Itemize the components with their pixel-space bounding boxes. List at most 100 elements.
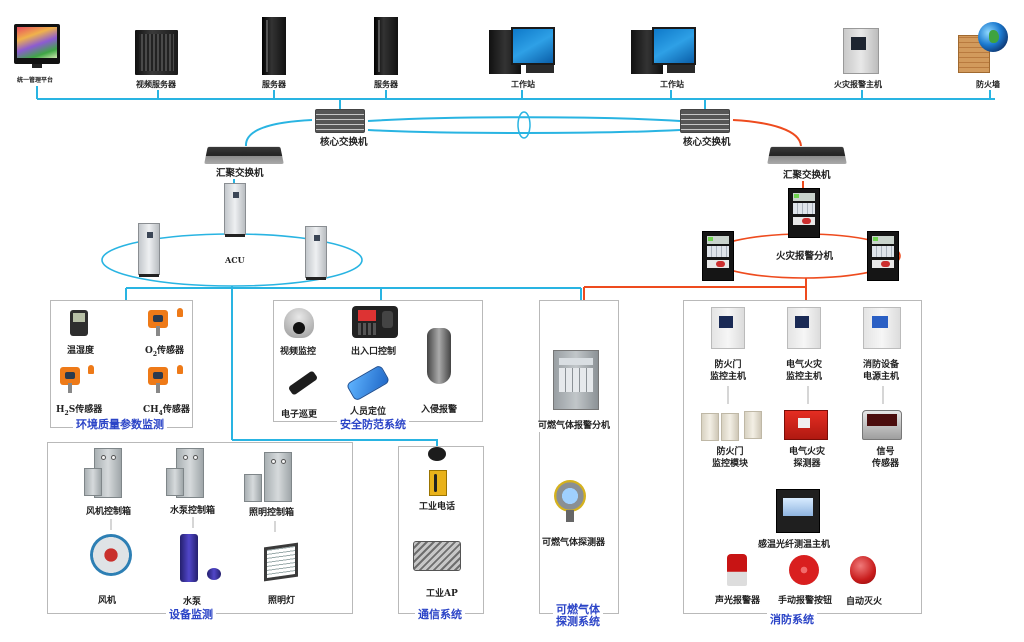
workstation-1-monitor-icon: [511, 27, 555, 65]
aggregation-switch-left-icon: [204, 146, 284, 164]
label-acu: ACU: [225, 255, 245, 265]
label-auto-extinguisher: 自动灭火: [846, 597, 883, 608]
label-core-switch-left: 核心交换机: [320, 137, 368, 148]
label-temp-humidity: 温湿度: [67, 346, 95, 357]
electric-fire-host-line1: 电气火灾: [786, 360, 823, 370]
phone-horn-icon: [428, 447, 446, 461]
gas-alarm-panel-icon: [553, 350, 599, 410]
label-lighting: 照明灯: [268, 596, 296, 607]
section-title-gas-line2: 探测系统: [553, 615, 603, 628]
label-workstation-2: 工作站: [660, 79, 684, 90]
fire-sub-panel-right-icon: [867, 231, 899, 281]
pump-control-box-small-icon: [166, 468, 184, 496]
label-industrial-ap: 工业AP: [426, 589, 458, 600]
label-video-surveillance: 视频监控: [280, 347, 317, 358]
electric-fire-detector-line2: 探测器: [793, 459, 821, 469]
core-link-bundle: [517, 111, 531, 139]
auto-extinguisher-icon: [850, 556, 876, 584]
lighting-control-box-icon: [264, 452, 292, 502]
label-electronic-patrol: 电子巡更: [281, 410, 318, 421]
label-access-control: 出入口控制: [351, 347, 397, 358]
label-fire-alarm-host: 火灾报警主机: [834, 79, 882, 90]
core-link-upper: [367, 116, 681, 122]
label-workstation-1: 工作站: [511, 79, 535, 90]
acu-cabinet-right-icon: [305, 226, 327, 280]
acu-cabinet-left-icon: [138, 223, 160, 277]
water-pump-motor-icon: [207, 568, 221, 580]
signal-sensor-icon: [862, 410, 902, 440]
label-manual-alarm-button: 手动报警按钮: [778, 596, 833, 607]
industrial-phone-icon: [429, 470, 447, 496]
ch4-sensor-bulb: [177, 365, 183, 374]
gas-detector-icon: [554, 480, 586, 512]
ch4-label-tail: 传感器: [162, 405, 190, 415]
workstation-2-stand: [667, 65, 695, 73]
fire-power-host-line1: 消防设备: [863, 360, 900, 370]
label-ch4-sensor: CH4传感器: [143, 405, 190, 419]
label-server-2: 服务器: [374, 79, 398, 90]
label-electric-fire-host: 电气火灾监控主机: [786, 359, 823, 383]
acu-cabinet-top-icon: [224, 183, 246, 237]
label-intrusion-alarm: 入侵报警: [421, 405, 458, 416]
lighting-control-box-small-icon: [244, 474, 262, 502]
management-platform-monitor-icon: [14, 24, 60, 64]
fire-sub-panel-left-icon: [702, 231, 734, 281]
electric-fire-detector-line1: 电气火灾: [789, 447, 826, 457]
section-title-fire-protection: 消防系统: [767, 613, 817, 626]
server-2-icon: [374, 17, 398, 75]
workstation-2-monitor-icon: [652, 27, 696, 65]
h2s-sensor-bulb: [88, 365, 94, 374]
core-link-lower: [367, 129, 681, 134]
label-firewall: 防火墙: [976, 79, 1000, 90]
fire-door-module-line1: 防火门: [716, 447, 744, 457]
fire-door-module-line2: 监控模块: [712, 459, 749, 469]
core-to-agg-right: [732, 119, 802, 147]
o2-sensor-icon: [148, 310, 168, 336]
core-switch-right-icon: [680, 109, 730, 133]
o2-label-tail: 传感器: [157, 346, 185, 356]
intrusion-detector-icon: [427, 328, 451, 384]
h2s-label-sub: 2: [64, 409, 69, 417]
electric-fire-host-icon: [787, 307, 821, 349]
h2s-sensor-icon: [60, 367, 80, 393]
section-bus-lower: [232, 439, 438, 447]
label-core-switch-right: 核心交换机: [683, 137, 731, 148]
section-title-equipment: 设备监测: [166, 608, 216, 621]
label-electric-fire-detector: 电气火灾探测器: [789, 446, 826, 470]
label-sound-light-alarm: 声光报警器: [715, 596, 761, 607]
label-water-pump: 水泵: [183, 597, 202, 608]
label-fire-door-module: 防火门监控模块: [712, 446, 749, 470]
server-1-icon: [262, 17, 286, 75]
video-server-icon: [135, 30, 178, 75]
section-title-environment: 环境质量参数监测: [73, 418, 167, 431]
label-management-platform: 统一管理平台: [17, 75, 54, 86]
label-fire-door-host: 防火门监控主机: [710, 359, 747, 383]
ch4-label-sub: 4: [158, 409, 163, 417]
fire-power-host-line2: 电源主机: [863, 372, 900, 382]
core-to-agg-left: [244, 119, 313, 147]
label-gas-alarm-panel: 可燃气体报警分机: [538, 421, 611, 432]
ch4-sensor-icon: [148, 367, 168, 393]
section-title-communication: 通信系统: [415, 608, 465, 621]
sound-light-alarm-icon: [727, 554, 747, 586]
label-industrial-phone: 工业电话: [419, 502, 456, 513]
ch4-label-main: CH: [143, 405, 159, 415]
o2-label-sub: 2: [152, 350, 158, 358]
h2s-label-main: H: [56, 405, 65, 415]
o2-label-main: O: [145, 346, 153, 356]
hygrometer-icon: [70, 310, 88, 336]
fire-door-host-line1: 防火门: [714, 360, 742, 370]
section-title-security: 安全防范系统: [337, 418, 409, 431]
signal-sensor-line2: 传感器: [872, 459, 900, 469]
fan-control-box-small-icon: [84, 468, 102, 496]
label-aggregation-switch-right: 汇聚交换机: [783, 170, 831, 181]
panel-gas-detection: [539, 300, 619, 614]
fire-door-host-icon: [711, 307, 745, 349]
fan-icon: [90, 534, 132, 576]
core-switch-left-icon: [315, 109, 365, 133]
label-fire-power-host: 消防设备电源主机: [863, 359, 900, 383]
signal-sensor-line1: 信号: [876, 447, 895, 457]
h2s-label-tail: S传感器: [68, 405, 103, 415]
